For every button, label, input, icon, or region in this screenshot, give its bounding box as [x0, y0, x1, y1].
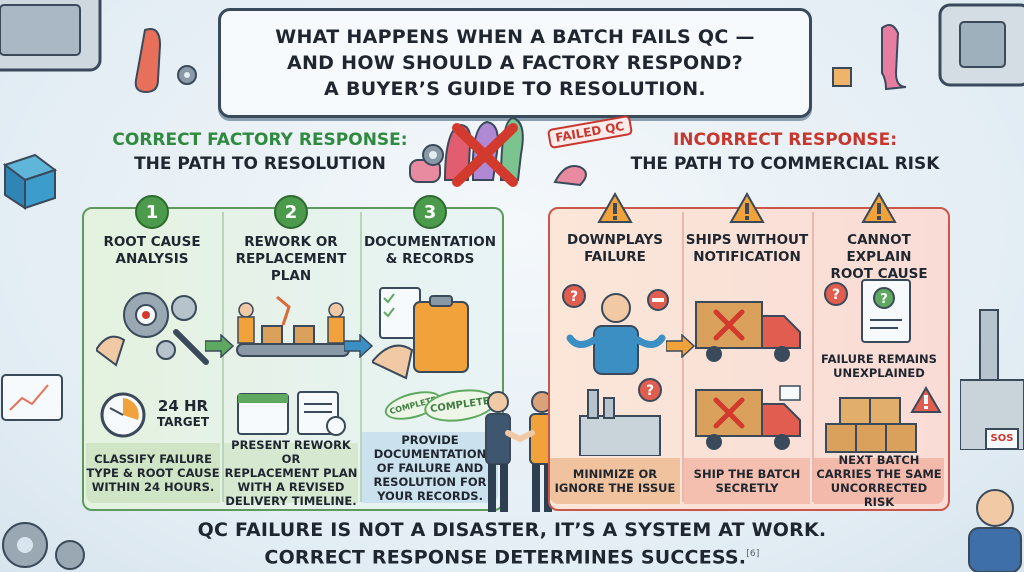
incorrect-item-3-label-1: CANNOT EXPLAIN	[846, 232, 912, 265]
svg-text:?: ?	[570, 289, 578, 305]
circuit-device-icon	[0, 0, 102, 72]
step-1-label-2: ANALYSIS	[115, 251, 189, 267]
step-1-number: 1	[135, 195, 169, 229]
failure-unexplained-note: FAILURE REMAINS UNEXPLAINED	[821, 352, 937, 380]
correct-heading-line-2: THE PATH TO RESOLUTION	[134, 154, 386, 174]
incorrect-item-3-label-2: ROOT CAUSE	[830, 266, 928, 282]
arrow-right-icon-3	[666, 334, 696, 358]
svg-text:?: ?	[646, 383, 654, 399]
divider-4	[812, 212, 814, 502]
warning-icon	[597, 192, 633, 223]
incorrect-item-2-description: SHIP THE BATCH SECRETLY	[684, 458, 810, 504]
svg-text:?: ?	[880, 292, 888, 307]
title-line-3: A BUYER’S GUIDE TO RESOLUTION.	[324, 78, 706, 100]
correct-heading: CORRECT FACTORY RESPONSE: THE PATH TO RE…	[100, 128, 420, 176]
warning-icon-3	[861, 192, 897, 223]
gear-icon-center	[422, 144, 444, 166]
conveyor-workers-icon	[236, 295, 350, 357]
factory-question-icon: ?	[579, 378, 662, 456]
warning-icon-2	[729, 192, 765, 223]
title-line-2: AND HOW SHOULD A FACTORY RESPOND?	[286, 52, 744, 74]
step-2-number: 2	[274, 195, 308, 229]
stacked-boxes-icon	[825, 386, 942, 453]
correct-heading-line-1: CORRECT FACTORY RESPONSE:	[112, 130, 408, 150]
box-icon	[832, 67, 852, 87]
footer-line-2: CORRECT RESPONSE DETERMINES SUCCESS.[6]	[264, 546, 760, 569]
step-2-label-1: REWORK OR	[244, 234, 338, 250]
truck-rejected-icon	[695, 301, 801, 362]
machine-icon	[938, 3, 1024, 87]
incorrect-item-2-label-1: SHIPS WITHOUT	[685, 232, 809, 248]
svg-text:?: ?	[832, 287, 840, 303]
step-3-label-2: & RECORDS	[385, 251, 475, 267]
timer-text: 24 HR TARGET	[148, 397, 218, 430]
chart-screen-icon	[1, 374, 63, 421]
incorrect-item-2-label-2: NOTIFICATION	[693, 249, 801, 265]
arrow-right-icon	[205, 334, 235, 358]
failed-qc-stamp: FAILED QC	[546, 114, 633, 150]
step-1-description: CLASSIFY FAILURE TYPE & ROOT CAUSE WITHI…	[86, 443, 220, 503]
timer-value: 24 HR	[157, 397, 209, 415]
incorrect-item-3: CANNOT EXPLAIN ROOT CAUSE	[814, 192, 944, 283]
arrow-right-icon-2	[344, 334, 374, 358]
magnifier-gears-icon	[96, 292, 209, 367]
incorrect-item-1-label-2: FAILURE	[584, 249, 646, 265]
gear-icon	[177, 65, 197, 85]
document-question-icon: ? ?	[824, 279, 911, 343]
step-2-label-2: REPLACEMENT	[235, 251, 347, 267]
incorrect-item-1-label-1: DOWNPLAYS	[566, 232, 664, 248]
step-2: 2 REWORK OR REPLACEMENT PLAN	[224, 195, 358, 285]
step-1: 1 ROOT CAUSE ANALYSIS	[84, 195, 220, 268]
citation: [6]	[746, 549, 760, 559]
incorrect-item-2: SHIPS WITHOUT NOTIFICATION	[684, 192, 810, 266]
clipboard-documents-icon	[372, 287, 469, 380]
factory-chimney-icon	[960, 309, 1024, 450]
step-2-label-3: PLAN	[270, 268, 312, 284]
footer: QC FAILURE IS NOT A DISASTER, IT’S A SYS…	[180, 518, 844, 569]
truck-secret-icon	[695, 385, 801, 450]
blue-cube-icon	[2, 153, 58, 210]
step-3-number: 3	[413, 195, 447, 229]
step-3-label-1: DOCUMENTATION	[363, 234, 497, 250]
incorrect-heading: INCORRECT RESPONSE: THE PATH TO COMMERCI…	[630, 128, 940, 176]
incorrect-item-1-description: MINIMIZE OR IGNORE THE ISSUE	[550, 458, 680, 504]
stressed-worker-icon	[968, 489, 1022, 572]
shrugging-person-icon: ?	[562, 284, 669, 375]
product-sample-icon-2	[881, 23, 907, 91]
step-2-description: PRESENT REWORK OR REPLACEMENT PLAN WITH …	[224, 438, 358, 508]
gears-icon	[2, 522, 85, 570]
step-3-description: PROVIDE DOCUMENTATION OF FAILURE AND RES…	[362, 432, 498, 503]
sos-sign: SOS	[985, 428, 1019, 450]
step-3: 3 DOCUMENTATION & RECORDS	[362, 195, 498, 268]
incorrect-heading-line-2: THE PATH TO COMMERCIAL RISK	[630, 154, 940, 174]
failed-products-icon	[409, 116, 587, 187]
product-sample-icon	[134, 28, 162, 94]
timer-icon	[100, 392, 146, 438]
step-1-label-1: ROOT CAUSE	[103, 234, 201, 250]
incorrect-heading-line-1: INCORRECT RESPONSE:	[672, 130, 897, 150]
footer-line-1: QC FAILURE IS NOT A DISASTER, IT’S A SYS…	[197, 519, 827, 541]
timer-label: TARGET	[156, 415, 209, 429]
calendar-plan-icon	[237, 391, 346, 436]
title-banner: WHAT HAPPENS WHEN A BATCH FAILS QC — AND…	[218, 8, 812, 118]
divider	[222, 212, 224, 502]
title-line-1: WHAT HAPPENS WHEN A BATCH FAILS QC —	[275, 26, 755, 48]
incorrect-item-1: DOWNPLAYS FAILURE	[550, 192, 680, 266]
incorrect-item-3-description: NEXT BATCH CARRIES THE SAME UNCORRECTED …	[814, 453, 944, 509]
